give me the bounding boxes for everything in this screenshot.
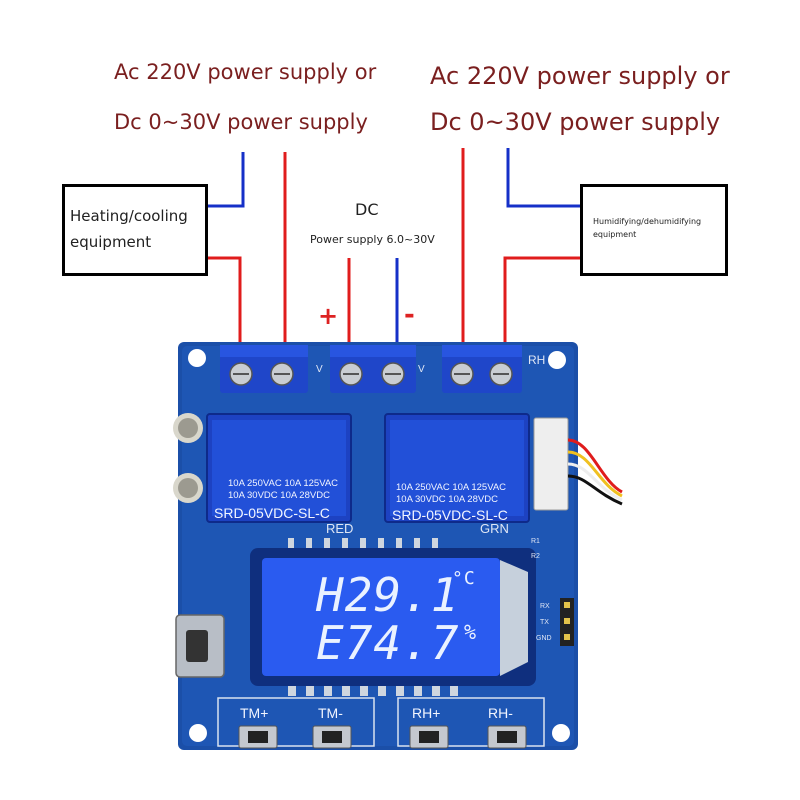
heating-cooling-label: Heating/cooling equipment (70, 207, 188, 251)
mount-hole-br (552, 724, 570, 742)
right-red-wire-equipment (503, 256, 580, 345)
led-label-red: RED (326, 521, 353, 536)
terminal-v-label-right: V (418, 364, 425, 375)
relay-left (206, 413, 352, 523)
relay-left-spec-line2: 10A 30VDC 10A 28VDC (228, 490, 330, 501)
rh-mark: RH (528, 353, 545, 367)
humidifying-label: Humidifying/dehumidifying equipment (593, 217, 702, 239)
button-label-rh-minus: RH- (488, 705, 513, 721)
relay-right (384, 413, 530, 523)
button-label-tm-minus: TM- (318, 705, 343, 721)
lcd-temperature-unit: °C (452, 568, 476, 589)
micro-usb-port (175, 614, 225, 678)
terminal-block-right (442, 345, 522, 393)
left-red-wire-equipment (204, 256, 242, 345)
dc-title: DC (355, 200, 379, 219)
led-label-grn: GRN (480, 521, 509, 536)
mount-hole-tr (548, 351, 566, 369)
lcd-pins (288, 538, 458, 696)
relay-right-spec-line2: 10A 30VDC 10A 28VDC (396, 494, 498, 505)
terminal-block-center (330, 345, 416, 393)
button-panel-left (217, 697, 375, 747)
button-label-rh-plus: RH+ (412, 705, 440, 721)
pin-label-gnd: GND (536, 635, 552, 642)
right-caption-line1: Ac 220V power supply or (430, 62, 730, 90)
mount-hole-tl (188, 349, 206, 367)
button-label-tm-plus: TM+ (240, 705, 268, 721)
right-blue-wire (506, 148, 580, 208)
dc-plus-sign: + (318, 302, 339, 330)
relay-left-spec-line1: 10A 250VAC 10A 125VAC (228, 478, 338, 489)
capacitor-bottom (173, 473, 203, 503)
capacitor-top (173, 413, 203, 443)
lcd-humidity-unit: % (464, 620, 478, 644)
dc-minus-sign: - (404, 300, 415, 330)
lcd-screen (262, 558, 500, 676)
dc-subtitle: Power supply 6.0~30V (310, 233, 435, 246)
button-panel-right (397, 697, 545, 747)
lcd-humidity: E74.7 (316, 616, 460, 670)
relay-left-model: SRD-05VDC-SL-C (214, 505, 330, 521)
terminal-block-left (220, 345, 308, 393)
r1-label: R1 (531, 538, 540, 545)
uart-header-pins (560, 598, 574, 646)
left-caption-line2: Dc 0~30V power supply (114, 110, 368, 134)
right-caption-line2: Dc 0~30V power supply (430, 108, 721, 136)
relay-right-spec-line1: 10A 250VAC 10A 125VAC (396, 482, 506, 493)
left-blue-wire (204, 152, 245, 208)
left-caption-line1: Ac 220V power supply or (114, 60, 377, 84)
pin-label-tx: TX (540, 619, 549, 626)
humidifying-box: Humidifying/dehumidifying equipment (580, 184, 728, 276)
r2-label: R2 (531, 553, 540, 560)
mount-hole-bl (189, 724, 207, 742)
lcd-backlight-side (500, 560, 528, 676)
lcd-temperature: H29.1 (316, 568, 460, 622)
terminal-v-label-left: V (316, 364, 323, 375)
sensor-connector (533, 417, 623, 511)
relay-right-model: SRD-05VDC-SL-C (392, 507, 508, 523)
pin-label-rx: RX (540, 603, 550, 610)
tactile-buttons (238, 725, 527, 749)
heating-cooling-box: Heating/cooling equipment (62, 184, 208, 276)
